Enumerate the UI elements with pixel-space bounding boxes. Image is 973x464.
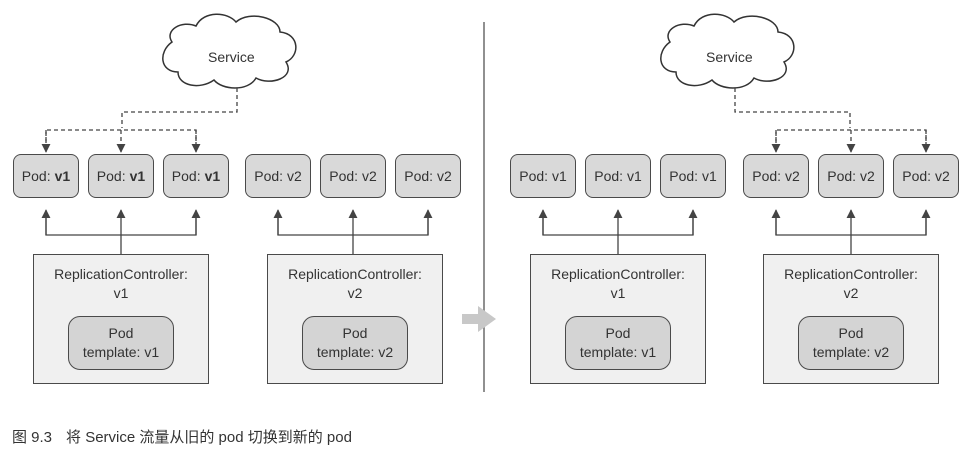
rc-title: ReplicationController: v1 [34, 265, 208, 303]
rc-v2-connectors-left [273, 209, 433, 254]
pod-template-v1-right: Pod template: v1 [565, 316, 671, 370]
rc-title-line1: ReplicationController: [288, 266, 422, 282]
pod-v1-right-3: Pod: v1 [660, 154, 726, 198]
figure-number: 图 9.3 [12, 429, 53, 446]
pod-v2-left-2: Pod: v2 [320, 154, 386, 198]
template-line1: Pod [108, 325, 134, 341]
transition-arrow [462, 306, 496, 332]
replication-controller-v1-right: ReplicationController: v1 Pod template: … [530, 254, 706, 384]
pod-version: v1 [204, 168, 221, 184]
replication-controller-v1-left: ReplicationController: v1 Pod template: … [33, 254, 209, 384]
template-line1: Pod [605, 325, 631, 341]
pod-template-v2-right: Pod template: v2 [798, 316, 904, 370]
rc-title: ReplicationController: v1 [531, 265, 705, 303]
template-line2: template: v1 [579, 344, 657, 360]
connector-layer [41, 13, 931, 392]
caption-text: 将 Service 流量从旧的 pod 切换到新的 pod [66, 429, 352, 446]
pod-label-prefix: Pod: [96, 168, 126, 184]
pod-v2-right-1: Pod: v2 [743, 154, 809, 198]
template-line2: template: v2 [316, 344, 394, 360]
template-line1: Pod [838, 325, 864, 341]
pod-v2-right-3: Pod: v2 [893, 154, 959, 198]
replication-controller-v2-left: ReplicationController: v2 Pod template: … [267, 254, 443, 384]
rc-v1-connectors-left [41, 209, 201, 254]
service-cloud-left [162, 13, 297, 89]
template-line1: Pod [342, 325, 368, 341]
pod-template-v2-left: Pod template: v2 [302, 316, 408, 370]
rc-title: ReplicationController: v2 [268, 265, 442, 303]
figure-caption: 图 9.3 将 Service 流量从旧的 pod 切换到新的 pod [12, 426, 352, 447]
rc-title-line1: ReplicationController: [551, 266, 685, 282]
rc-title-line1: ReplicationController: [784, 266, 918, 282]
pod-v1-left-2: Pod:v1 [88, 154, 154, 198]
rc-title-line1: ReplicationController: [54, 266, 188, 282]
rc-v1-connectors-right [538, 209, 698, 254]
template-line2: template: v2 [812, 344, 890, 360]
pod-v1-left-1: Pod:v1 [13, 154, 79, 198]
rc-title-line2: v1 [610, 285, 626, 301]
service-label-right: Service [706, 49, 753, 65]
pod-v1-right-2: Pod: v1 [585, 154, 651, 198]
pod-v1-right-1: Pod: v1 [510, 154, 576, 198]
service-connectors-right [734, 88, 931, 153]
rc-title-line2: v2 [347, 285, 363, 301]
pod-v2-left-1: Pod: v2 [245, 154, 311, 198]
pod-v2-left-3: Pod: v2 [395, 154, 461, 198]
rc-title-line2: v1 [113, 285, 129, 301]
service-cloud-right [660, 13, 795, 89]
replication-controller-v2-right: ReplicationController: v2 Pod template: … [763, 254, 939, 384]
rc-v2-connectors-right [771, 209, 931, 254]
pod-label-prefix: Pod: [171, 168, 201, 184]
pod-template-v1-left: Pod template: v1 [68, 316, 174, 370]
template-line2: template: v1 [82, 344, 160, 360]
service-connectors-left [41, 88, 238, 153]
pod-version: v1 [54, 168, 71, 184]
rc-title: ReplicationController: v2 [764, 265, 938, 303]
service-label-left: Service [208, 49, 255, 65]
pod-version: v1 [129, 168, 146, 184]
pod-label-prefix: Pod: [21, 168, 51, 184]
pod-v1-left-3: Pod:v1 [163, 154, 229, 198]
rc-title-line2: v2 [843, 285, 859, 301]
pod-v2-right-2: Pod: v2 [818, 154, 884, 198]
